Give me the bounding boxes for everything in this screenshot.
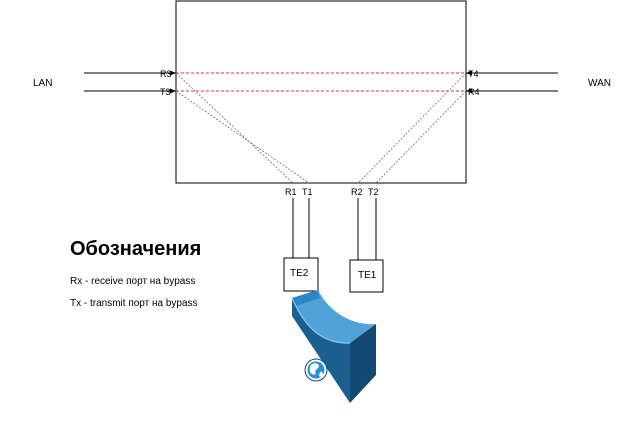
diag-t3-t1 <box>175 90 310 184</box>
port-r4: R4 <box>468 87 480 97</box>
port-t3: T3 <box>160 87 171 97</box>
arrow-t3 <box>170 88 176 94</box>
port-r1: R1 <box>285 187 297 197</box>
globe-icon <box>304 358 328 382</box>
arrow-r4 <box>466 88 472 94</box>
legend-tx: Tx - transmit порт на bypass <box>70 298 198 309</box>
port-r2: R2 <box>351 187 363 197</box>
bypass-box <box>175 0 467 184</box>
te2-box <box>283 257 319 292</box>
diag-r3-r1 <box>175 72 294 184</box>
diag-t4-r2 <box>357 72 467 184</box>
diag-r4-t2 <box>375 90 467 184</box>
arrow-r3 <box>170 70 176 76</box>
bypass-server-icon <box>291 290 376 403</box>
arrow-t4 <box>466 70 472 76</box>
lan-label: LAN <box>33 78 53 89</box>
legend-title: Обозначения <box>70 238 202 260</box>
port-t2: T2 <box>368 187 379 197</box>
wan-label: WAN <box>588 78 611 89</box>
port-t4: T4 <box>468 69 479 79</box>
te1-label: TE1 <box>358 270 377 281</box>
te1-box <box>349 259 384 293</box>
te2-label: TE2 <box>290 268 309 279</box>
port-r3: R3 <box>160 69 172 79</box>
port-t1: T1 <box>302 187 313 197</box>
legend-rx: Rx - receive порт на bypass <box>70 276 196 287</box>
